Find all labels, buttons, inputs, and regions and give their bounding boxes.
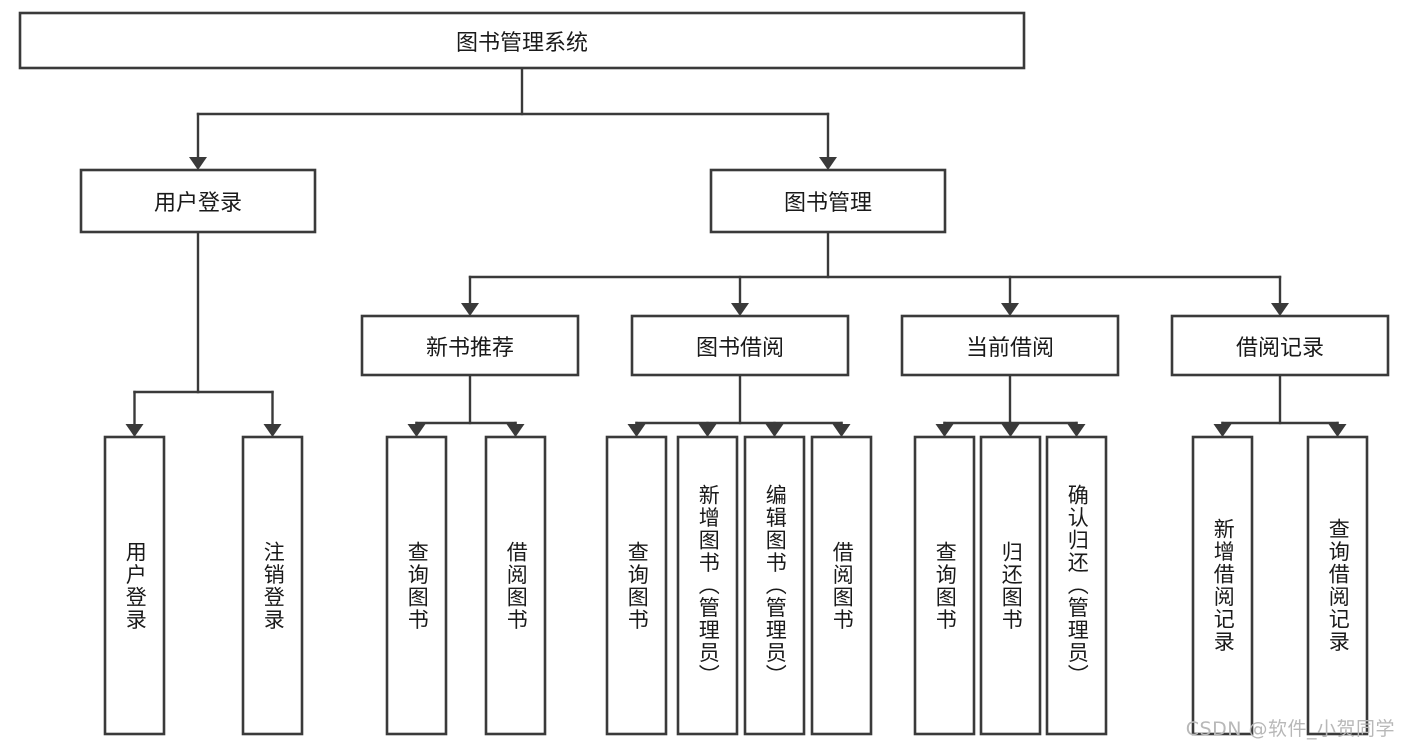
arrow-head-icon: [698, 424, 717, 437]
arrow-head-icon: [819, 157, 837, 170]
arrow-head-icon: [189, 157, 207, 170]
node-box-leaf-borrow-book-1[interactable]: [484, 435, 547, 736]
arrow-head-icon: [1067, 424, 1086, 437]
node-box-leaf-query-book-1[interactable]: [385, 435, 448, 736]
edges-layer: [125, 66, 1347, 437]
arrow-head-icon: [765, 424, 784, 437]
arrow-head-icon: [1213, 424, 1232, 437]
arrow-head-icon: [1271, 303, 1289, 316]
node-box-leaf-add-borrow-record[interactable]: [1191, 435, 1254, 736]
node-box-user-login[interactable]: [79, 168, 317, 234]
node-box-book-manage[interactable]: [709, 168, 947, 234]
arrow-head-icon: [263, 424, 282, 437]
arrow-head-icon: [407, 424, 426, 437]
node-box-borrow-record[interactable]: [1170, 314, 1390, 377]
arrow-head-icon: [1328, 424, 1347, 437]
node-box-leaf-query-borrow-record[interactable]: [1306, 435, 1369, 736]
node-box-book-borrow[interactable]: [630, 314, 850, 377]
arrow-head-icon: [506, 424, 525, 437]
arrow-head-icon: [627, 424, 646, 437]
watermark-text: CSDN @软件_小贺同学: [1185, 718, 1395, 740]
arrow-head-icon: [125, 424, 144, 437]
node-box-leaf-query-book-2[interactable]: [605, 435, 668, 736]
node-box-current-borrow[interactable]: [900, 314, 1120, 377]
node-box-leaf-edit-book-admin[interactable]: [743, 435, 806, 736]
arrow-head-icon: [461, 303, 479, 316]
node-box-leaf-return-book[interactable]: [979, 435, 1042, 736]
arrow-head-icon: [1001, 303, 1019, 316]
arrow-head-icon: [1001, 424, 1020, 437]
node-box-leaf-logout-login[interactable]: [241, 435, 304, 736]
node-box-new-book-recommend[interactable]: [360, 314, 580, 377]
node-box-leaf-user-login[interactable]: [103, 435, 166, 736]
node-box-leaf-borrow-book-2[interactable]: [810, 435, 873, 736]
nodes-layer: [18, 11, 1390, 736]
arrow-head-icon: [832, 424, 851, 437]
arrow-head-icon: [731, 303, 749, 316]
arrow-head-icon: [935, 424, 954, 437]
node-box-leaf-add-book-admin[interactable]: [676, 435, 739, 736]
node-box-leaf-confirm-return-admin[interactable]: [1045, 435, 1108, 736]
node-box-leaf-query-book-3[interactable]: [913, 435, 976, 736]
node-box-root[interactable]: [18, 11, 1026, 70]
